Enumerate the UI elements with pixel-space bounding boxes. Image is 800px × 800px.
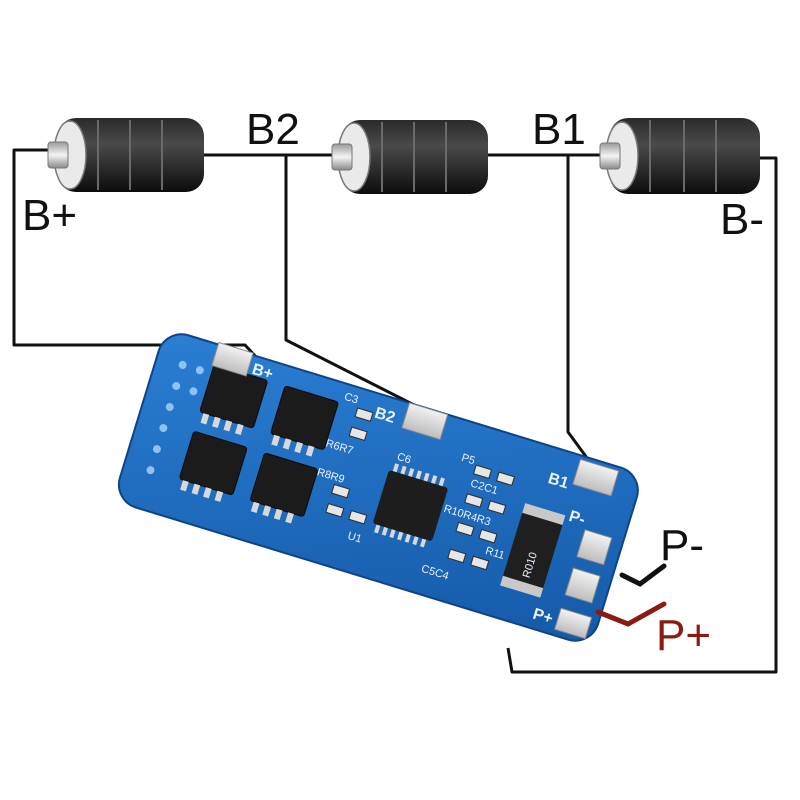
pad-b-plus [211, 341, 254, 377]
silk-c6: C6 [395, 451, 412, 467]
controller-ic [373, 470, 448, 541]
silk-p-plus: P+ [531, 606, 555, 628]
silk-b1: B1 [546, 470, 571, 492]
silk-r11: R11 [484, 545, 506, 562]
pad-b2 [401, 402, 449, 441]
battery-cell-1 [47, 118, 204, 192]
label-b-plus: B+ [22, 191, 77, 240]
p-minus-lead [619, 563, 667, 587]
battery-cell-2 [331, 120, 488, 194]
shunt-resistor [503, 511, 563, 590]
label-b2: B2 [246, 105, 300, 154]
label-b-minus: B- [720, 195, 764, 244]
pad-b1 [572, 458, 620, 497]
b-minus-wire [506, 156, 778, 674]
silk-c3: C3 [343, 391, 360, 407]
label-p-plus: P+ [656, 611, 711, 660]
pad-p-minus [576, 529, 613, 566]
mosfet-array [179, 364, 339, 517]
label-b1: B1 [532, 105, 586, 154]
pad-b-minus [554, 607, 593, 640]
battery-cell-3 [599, 118, 760, 194]
pad-p-plus [564, 567, 601, 604]
silk-p5: P5 [460, 452, 476, 467]
silk-p-minus: P- [567, 508, 587, 529]
label-p-minus: P- [660, 521, 704, 570]
silk-b2: B2 [373, 405, 398, 427]
silk-u1: U1 [346, 530, 363, 546]
b1-wire [566, 155, 592, 498]
bms-board: R010 B+ B2 B1 P- P+ U1 C6 P5 C2C1 R10R4R… [117, 333, 639, 642]
p-plus-lead [595, 601, 667, 627]
silk-b-plus: B+ [250, 361, 275, 383]
smd-components [325, 407, 516, 571]
